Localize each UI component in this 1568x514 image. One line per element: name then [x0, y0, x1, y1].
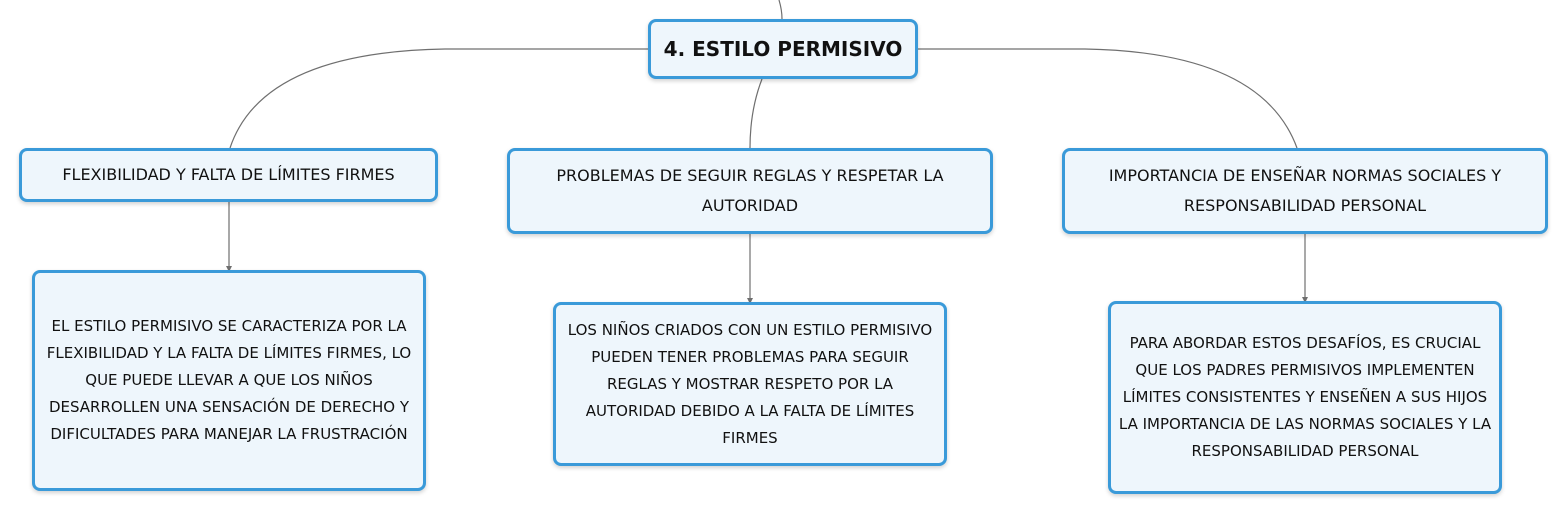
arrow-head-branch-3	[1302, 297, 1308, 303]
connector-parent-to-root	[778, 0, 783, 20]
subtopic-label: IMPORTANCIA DE ENSEÑAR NORMAS SOCIALES Y…	[1108, 166, 1502, 215]
subtopic-node-problemas-reglas[interactable]: PROBLEMAS DE SEGUIR REGLAS Y RESPETAR LA…	[507, 148, 993, 234]
root-topic-label: 4. ESTILO PERMISIVO	[663, 37, 903, 61]
detail-text: PARA ABORDAR ESTOS DESAFÍOS, ES CRUCIAL …	[1118, 334, 1492, 460]
detail-node-flexibilidad[interactable]: EL ESTILO PERMISIVO SE CARACTERIZA POR L…	[32, 270, 426, 491]
detail-text: EL ESTILO PERMISIVO SE CARACTERIZA POR L…	[46, 317, 412, 443]
detail-text: LOS NIÑOS CRIADOS CON UN ESTILO PERMISIV…	[567, 320, 933, 447]
detail-node-problemas-reglas[interactable]: LOS NIÑOS CRIADOS CON UN ESTILO PERMISIV…	[553, 302, 947, 466]
subtopic-node-normas-sociales[interactable]: IMPORTANCIA DE ENSEÑAR NORMAS SOCIALES Y…	[1062, 148, 1548, 234]
subtopic-label: PROBLEMAS DE SEGUIR REGLAS Y RESPETAR LA…	[556, 166, 944, 215]
connector-root-to-branch-2	[749, 78, 763, 149]
arrow-head-branch-1	[226, 266, 232, 272]
connector-root-to-branch-3	[918, 48, 1298, 149]
subtopic-node-flexibilidad[interactable]: FLEXIBILIDAD Y FALTA DE LÍMITES FIRMES	[19, 148, 438, 202]
connector-root-to-branch-1	[229, 48, 648, 149]
root-topic-node[interactable]: 4. ESTILO PERMISIVO	[648, 19, 918, 79]
detail-node-normas-sociales[interactable]: PARA ABORDAR ESTOS DESAFÍOS, ES CRUCIAL …	[1108, 301, 1502, 494]
arrow-head-branch-2	[747, 298, 753, 304]
subtopic-label: FLEXIBILIDAD Y FALTA DE LÍMITES FIRMES	[62, 165, 395, 184]
